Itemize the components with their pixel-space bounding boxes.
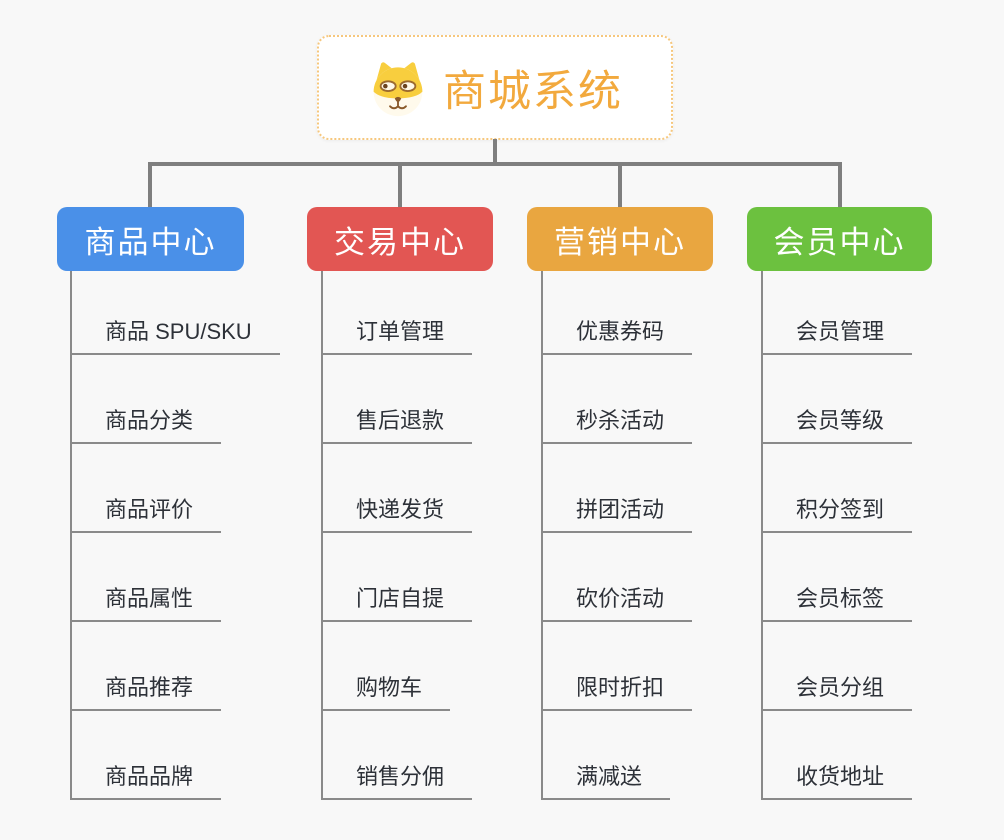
leaf-node[interactable]: 订单管理 (323, 271, 473, 355)
leaf-node[interactable]: 购物车 (323, 622, 451, 711)
connector-drop-branch-2 (398, 162, 402, 209)
leaf-node[interactable]: 限时折扣 (543, 622, 693, 711)
leaf-node[interactable]: 商品分类 (72, 355, 222, 444)
root-title: 商城系统 (443, 67, 623, 116)
leaf-node[interactable]: 会员等级 (763, 355, 913, 444)
leaf-node[interactable]: 商品品牌 (72, 711, 222, 800)
connector-drop-branch-3 (618, 162, 622, 209)
branch-node-member-center[interactable]: 会员中心 (747, 207, 932, 271)
leaf-node[interactable]: 秒杀活动 (543, 355, 693, 444)
leaf-node[interactable]: 满减送 (543, 711, 671, 800)
leaf-node[interactable]: 商品 SPU/SKU (72, 271, 280, 355)
connector-horizontal-bar (148, 162, 842, 166)
connector-drop-branch-4 (838, 162, 842, 209)
branch-list-trade-center: 订单管理 售后退款 快递发货 门店自提 购物车 销售分佣 (321, 271, 473, 800)
leaf-node[interactable]: 砍价活动 (543, 533, 693, 622)
connector-drop-branch-1 (148, 162, 152, 209)
connector-root-stem (493, 139, 497, 164)
leaf-node[interactable]: 会员分组 (763, 622, 913, 711)
leaf-node[interactable]: 收货地址 (763, 711, 913, 800)
leaf-node[interactable]: 积分签到 (763, 444, 913, 533)
leaf-node[interactable]: 会员管理 (763, 271, 913, 355)
leaf-node[interactable]: 快递发货 (323, 444, 473, 533)
root-node[interactable]: 商城系统 (317, 35, 673, 140)
branch-node-trade-center[interactable]: 交易中心 (307, 207, 493, 271)
leaf-node[interactable]: 商品推荐 (72, 622, 222, 711)
leaf-node[interactable]: 售后退款 (323, 355, 473, 444)
branch-node-product-center[interactable]: 商品中心 (57, 207, 244, 271)
branch-list-marketing-center: 优惠券码 秒杀活动 拼团活动 砍价活动 限时折扣 满减送 (541, 271, 693, 800)
leaf-node[interactable]: 拼团活动 (543, 444, 693, 533)
branch-list-product-center: 商品 SPU/SKU 商品分类 商品评价 商品属性 商品推荐 商品品牌 (70, 271, 280, 800)
leaf-node[interactable]: 销售分佣 (323, 711, 473, 800)
branch-node-marketing-center[interactable]: 营销中心 (527, 207, 713, 271)
leaf-node[interactable]: 商品评价 (72, 444, 222, 533)
leaf-node[interactable]: 门店自提 (323, 533, 473, 622)
branch-list-member-center: 会员管理 会员等级 积分签到 会员标签 会员分组 收货地址 (761, 271, 913, 800)
leaf-node[interactable]: 会员标签 (763, 533, 913, 622)
leaf-node[interactable]: 优惠券码 (543, 271, 693, 355)
leaf-node[interactable]: 商品属性 (72, 533, 222, 622)
shiba-dog-icon (373, 61, 423, 116)
